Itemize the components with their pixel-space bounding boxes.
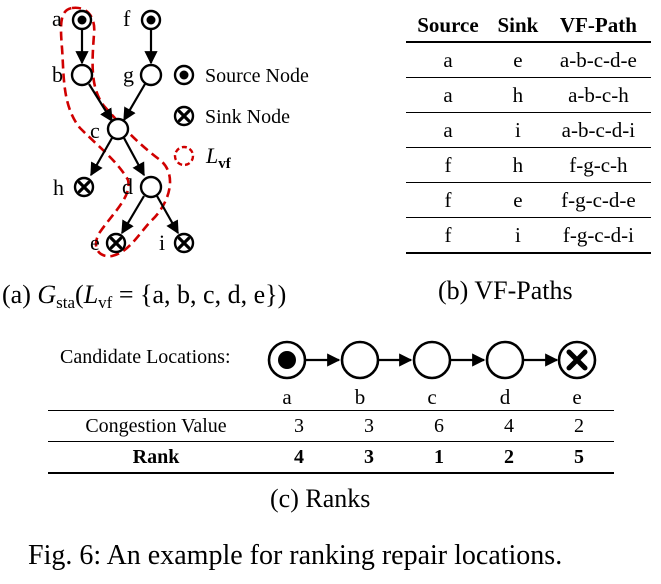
lvf-path-outline (59, 6, 172, 258)
node-e (105, 232, 127, 254)
table-row: f e f-g-c-d-e (406, 182, 651, 218)
cell-sink: h (489, 77, 546, 113)
edge-d-e (121, 195, 145, 235)
cell-sink: e (489, 42, 546, 78)
cell-vf-path: a-b-c-d-i (545, 112, 651, 148)
label-b: b (52, 62, 63, 87)
cell-sink: h (489, 147, 546, 183)
edge-g-c (123, 83, 146, 122)
label-h: h (53, 175, 64, 200)
cell-source: a (406, 77, 490, 113)
node-i (173, 232, 195, 254)
cell-sink: i (489, 217, 546, 254)
chain-node-d (485, 340, 525, 380)
vf-paths-table: Source Sink VF-Path a e a-b-c-d-e a h a-… (406, 9, 651, 254)
label-e: e (90, 230, 100, 255)
edge-c-h (90, 137, 113, 177)
table-row: a i a-b-c-d-i (406, 112, 651, 148)
table-row: a e a-b-c-d-e (406, 42, 651, 78)
congestion-value: 3 (264, 410, 334, 442)
congestion-row: Congestion Value 3 3 6 4 2 (48, 410, 614, 442)
ranks-table: Congestion Value 3 3 6 4 2 Rank 4 3 1 2 … (48, 410, 614, 474)
node-d (139, 175, 163, 199)
edge-d-i (156, 195, 179, 235)
cell-source: f (406, 182, 490, 218)
cell-source: f (406, 147, 490, 183)
cell-sink: e (489, 182, 546, 218)
cell-vf-path: f-g-c-h (545, 147, 651, 183)
rank-value: 5 (544, 441, 614, 474)
rank-value: 1 (404, 441, 474, 474)
cell-vf-path: a-b-c-h (545, 77, 651, 113)
node-a (71, 9, 93, 31)
label-c: c (90, 118, 100, 143)
candidate-locations-label: Candidate Locations: (60, 346, 231, 368)
header-sink: Sink (489, 9, 546, 43)
table-row: a h a-b-c-h (406, 77, 651, 113)
chain-node-e (557, 340, 597, 380)
congestion-label: Congestion Value (48, 410, 264, 442)
label-i: i (159, 230, 165, 255)
node-f (140, 9, 162, 31)
table-row: f i f-g-c-d-i (406, 217, 651, 254)
header-vf-path: VF-Path (545, 9, 651, 43)
rank-label: Rank (48, 441, 264, 474)
cell-source: a (406, 42, 490, 78)
node-b (70, 63, 94, 87)
congestion-value: 3 (334, 410, 404, 442)
legend-lvf-icon (173, 145, 195, 167)
legend-lvf-label: Lvf (205, 143, 232, 172)
congestion-value: 6 (404, 410, 474, 442)
candidate-chain: a b c d e (267, 340, 597, 409)
edge-b-c (88, 83, 113, 123)
node-g (139, 63, 163, 87)
edge-c-d (123, 137, 145, 177)
legend-source-icon (173, 64, 195, 86)
label-f: f (123, 6, 131, 31)
caption-b: (b) VF-Paths (438, 276, 573, 305)
cell-vf-path: f-g-c-d-e (545, 182, 651, 218)
cell-sink: i (489, 112, 546, 148)
graph-diagram: a f b g c h d e i Source Node Sink Node … (2, 6, 309, 310)
legend-sink-label: Sink Node (205, 106, 290, 128)
node-c (106, 117, 130, 141)
label-a: a (52, 6, 62, 31)
vf-header-row: Source Sink VF-Path (406, 9, 651, 43)
chain-label-d: d (500, 385, 511, 409)
congestion-value: 4 (474, 410, 544, 442)
chain-label-a: a (282, 385, 292, 409)
node-h (73, 176, 95, 198)
chain-node-b (340, 340, 380, 380)
label-d: d (122, 174, 133, 199)
rank-value: 4 (264, 441, 334, 474)
congestion-value: 2 (544, 410, 614, 442)
cell-vf-path: f-g-c-d-i (545, 217, 651, 254)
chain-node-a (267, 340, 307, 380)
table-row: f h f-g-c-h (406, 147, 651, 183)
cell-vf-path: a-b-c-d-e (545, 42, 651, 78)
rank-value: 2 (474, 441, 544, 474)
chain-label-c: c (427, 385, 436, 409)
caption-a: (a) Gsta(Lvf = {a, b, c, d, e}) (2, 280, 286, 310)
cell-source: a (406, 112, 490, 148)
caption-c: (c) Ranks (270, 484, 371, 513)
chain-node-c (412, 340, 452, 380)
label-g: g (123, 62, 134, 87)
rank-value: 3 (334, 441, 404, 474)
legend-sink-icon (173, 105, 195, 127)
cell-source: f (406, 217, 490, 254)
figure-caption: Fig. 6: An example for ranking repair lo… (28, 540, 563, 571)
rank-row: Rank 4 3 1 2 5 (48, 441, 614, 474)
chain-label-b: b (355, 385, 366, 409)
chain-label-e: e (572, 385, 581, 409)
header-source: Source (406, 9, 490, 43)
legend-source-label: Source Node (205, 65, 309, 87)
